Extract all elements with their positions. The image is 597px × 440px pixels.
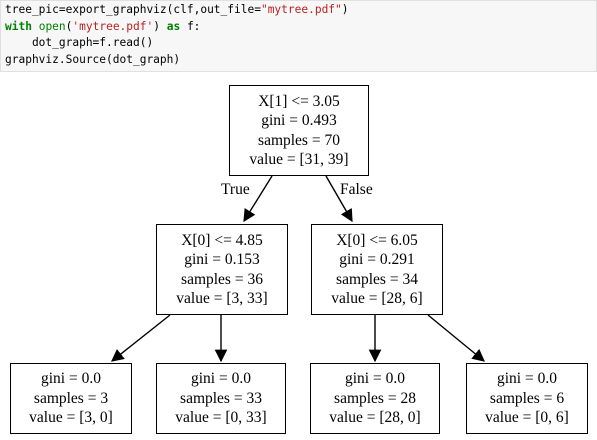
tree-leaf-3: gini = 0.0 samples = 28 value = [28, 0]: [310, 363, 440, 434]
tree-node-left: X[0] <= 4.85 gini = 0.153 samples = 36 v…: [156, 224, 288, 315]
node-gini: gini = 0.493: [261, 112, 337, 129]
node-value: value = [28, 6]: [331, 290, 423, 307]
node-value: value = [31, 39]: [249, 151, 349, 168]
node-gini: gini = 0.153: [184, 251, 260, 268]
tree-leaf-1: gini = 0.0 samples = 3 value = [3, 0]: [10, 363, 132, 434]
tree-node-root: X[1] <= 3.05 gini = 0.493 samples = 70 v…: [229, 85, 369, 176]
node-samples: samples = 28: [334, 389, 416, 407]
edge-label-true: True: [221, 181, 250, 198]
node-gini: gini = 0.291: [339, 251, 415, 268]
node-samples: samples = 3: [33, 389, 109, 407]
code-line-3: dot_graph=f.read(): [5, 36, 154, 50]
edge-label-false: False: [340, 181, 373, 198]
node-value: value = [0, 33]: [175, 409, 267, 427]
node-samples: samples = 70: [258, 131, 340, 149]
code-line-4: graphviz.Source(dot_graph): [5, 52, 181, 66]
node-gini: gini = 0.0: [497, 370, 557, 388]
tree-edges: [111, 175, 485, 363]
node-split-rule: X[1] <= 3.05: [258, 92, 340, 110]
edge-root-right: [325, 175, 353, 223]
node-value: value = [28, 0]: [329, 409, 421, 427]
code-line-1: tree_pic=export_graphviz(clf,out_file="m…: [5, 3, 349, 16]
edge-right-leaf4: [427, 314, 485, 362]
edge-root-left: [243, 175, 273, 223]
tree-leaf-4: gini = 0.0 samples = 6 value = [0, 6]: [466, 363, 588, 434]
node-samples: samples = 33: [180, 389, 262, 407]
tree-leaf-2: gini = 0.0 samples = 33 value = [0, 33]: [156, 363, 286, 434]
node-split-rule: X[0] <= 6.05: [336, 231, 418, 249]
node-samples: samples = 36: [181, 270, 263, 288]
node-value: value = [3, 0]: [29, 409, 113, 427]
node-samples: samples = 34: [336, 270, 418, 288]
code-cell[interactable]: tree_pic=export_graphviz(clf,out_file="m…: [0, 0, 597, 72]
edge-left-leaf1: [111, 314, 171, 362]
decision-tree-graph: X[1] <= 3.05 gini = 0.493 samples = 70 v…: [0, 78, 597, 440]
code-line-2: with open('mytree.pdf') as f:: [5, 19, 201, 33]
node-samples: samples = 6: [489, 389, 565, 407]
node-gini: gini = 0.0: [41, 370, 101, 388]
node-gini: gini = 0.0: [191, 370, 251, 388]
node-split-rule: X[0] <= 4.85: [181, 231, 263, 249]
node-value: value = [3, 33]: [176, 290, 268, 307]
tree-node-right: X[0] <= 6.05 gini = 0.291 samples = 34 v…: [311, 224, 443, 315]
node-value: value = [0, 6]: [485, 409, 569, 427]
node-gini: gini = 0.0: [345, 370, 405, 388]
